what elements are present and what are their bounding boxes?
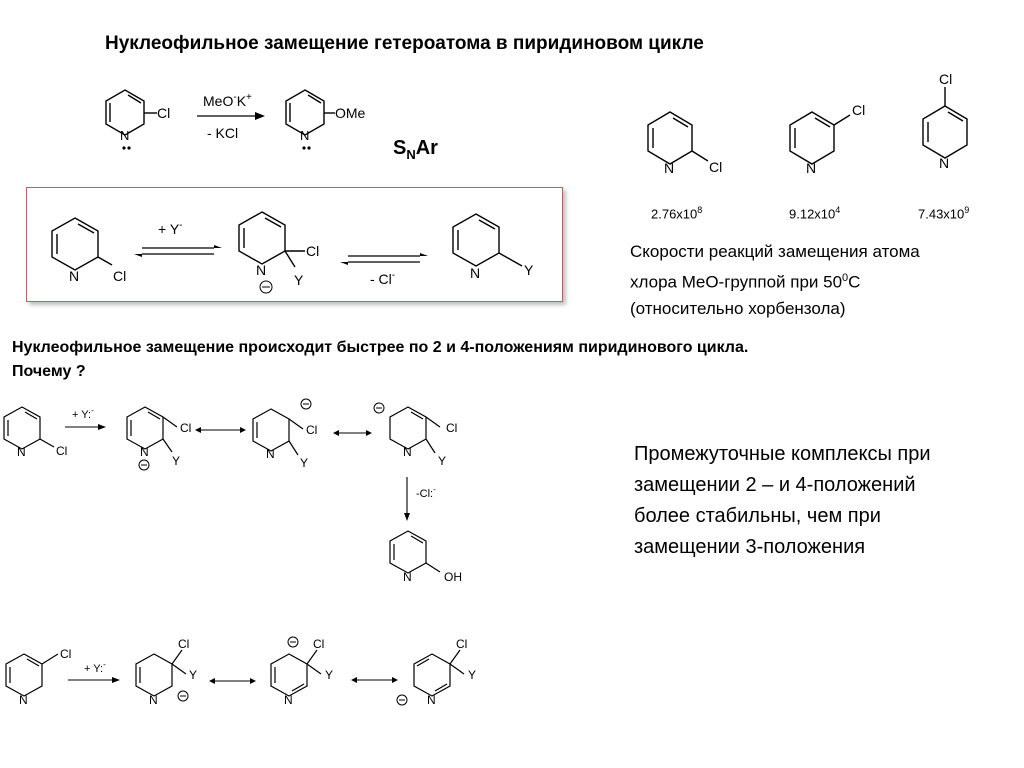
svg-text:Cl: Cl — [446, 421, 457, 435]
svg-text:- Cl-: - Cl- — [370, 270, 395, 287]
negative-charge-icon — [287, 636, 299, 648]
y-label: Y — [524, 262, 534, 278]
mechanism-3-position: N Cl + Y:- N Cl Y N Cl Y N Cl Y — [5, 636, 476, 707]
svg-text:N: N — [140, 445, 149, 459]
svg-text:Cl: Cl — [56, 444, 67, 458]
svg-text:N: N — [149, 693, 158, 707]
snar-label: SNAr — [393, 137, 438, 162]
page-title: Нуклеофильное замещение гетероатома в пи… — [105, 33, 704, 54]
svg-text:Y: Y — [172, 454, 180, 468]
methoxypyridine-ring — [285, 89, 335, 136]
svg-text:Y: Y — [438, 454, 446, 468]
ring-2-chloropyridine — [51, 217, 113, 271]
negative-charge-icon — [300, 398, 312, 410]
n-atom: N — [939, 155, 949, 171]
byproduct-label: - KCl — [207, 125, 238, 141]
cl-label: Cl — [939, 71, 952, 87]
svg-text:MeO-K+: MeO-K+ — [203, 92, 252, 109]
svg-text:N: N — [17, 445, 26, 459]
cl-label: Cl — [306, 243, 319, 259]
n-atom: N — [120, 128, 129, 143]
svg-text:-Cl:-: -Cl:- — [416, 485, 436, 500]
rate-value-4: 7.43x109 — [918, 205, 970, 222]
cl-label: Cl — [157, 105, 170, 121]
svg-text:Cl: Cl — [456, 637, 467, 651]
svg-text:+ Y-: + Y- — [158, 220, 183, 237]
y-label: Y — [294, 272, 304, 288]
cl-label: Cl — [852, 102, 865, 118]
svg-text:N: N — [403, 445, 412, 459]
rate-value-2: 2.76x108 — [651, 205, 703, 222]
plus-y-label: + Y — [158, 221, 180, 237]
svg-text:Cl: Cl — [178, 637, 189, 651]
cl-label: Cl — [709, 159, 722, 175]
explanation-text: Промежуточные комплексы при замещении 2 … — [634, 443, 931, 558]
svg-text:+ Y:-: + Y:- — [72, 406, 94, 421]
ring-intermediate — [238, 211, 305, 268]
svg-text:Y: Y — [189, 668, 197, 682]
svg-text:Cl: Cl — [313, 637, 324, 651]
rate-value-3: 9.12x104 — [789, 205, 841, 222]
n-atom: N — [806, 160, 816, 176]
reagent-sup1: - — [233, 92, 236, 103]
top-reaction-scheme: N Cl MeO-K+ - KCl N OMe — [105, 89, 366, 150]
n-atom: N — [664, 160, 674, 176]
highlight-box — [26, 187, 563, 302]
n-atom: N — [69, 268, 79, 284]
reagent-meo: MeO — [203, 93, 233, 109]
svg-text:N: N — [19, 693, 28, 707]
lone-pair-dot — [127, 146, 131, 150]
question-text: Нуклеофильное замещение происходит быстр… — [12, 339, 749, 380]
svg-text:Y: Y — [300, 456, 308, 470]
ome-label: OMe — [335, 105, 366, 121]
chloropyridine-isomers: N Cl N Cl N Cl — [647, 71, 968, 176]
mechanism-2-position: N Cl + Y:- N Cl Y N Cl Y N Cl Y -Cl:- — [3, 398, 462, 584]
svg-text:+ Y:-: + Y:- — [84, 660, 106, 675]
reagent-k: K — [237, 93, 247, 109]
svg-text:Y: Y — [325, 668, 333, 682]
lone-pair-dot — [122, 146, 126, 150]
svg-text:Cl: Cl — [306, 423, 317, 437]
svg-text:Cl: Cl — [60, 647, 71, 661]
negative-charge-icon — [373, 402, 385, 414]
negative-charge-icon — [259, 280, 273, 294]
negative-charge-icon — [396, 694, 408, 706]
negative-charge-icon — [138, 459, 150, 471]
cl-label: Cl — [113, 268, 126, 284]
n-atom: N — [300, 128, 309, 143]
n-atom: N — [470, 265, 480, 281]
svg-text:N: N — [266, 447, 275, 461]
box-reaction-scheme: N Cl + Y- N Cl Y - Cl- N Y — [51, 211, 534, 294]
ring-product — [452, 213, 523, 267]
svg-text:OH: OH — [444, 570, 462, 584]
svg-text:Cl: Cl — [180, 421, 191, 435]
n-atom: N — [256, 262, 266, 278]
svg-text:N: N — [284, 693, 293, 707]
svg-text:N: N — [427, 693, 436, 707]
reagent-sup2: + — [246, 92, 252, 103]
rates-caption: Скорости реакций замещения атома хлора M… — [630, 242, 920, 318]
svg-text:Y: Y — [468, 668, 476, 682]
negative-charge-icon — [177, 690, 189, 702]
chloropyridine-ring — [105, 89, 157, 136]
svg-text:N: N — [403, 570, 412, 584]
minus-cl-label: - Cl — [370, 271, 392, 287]
